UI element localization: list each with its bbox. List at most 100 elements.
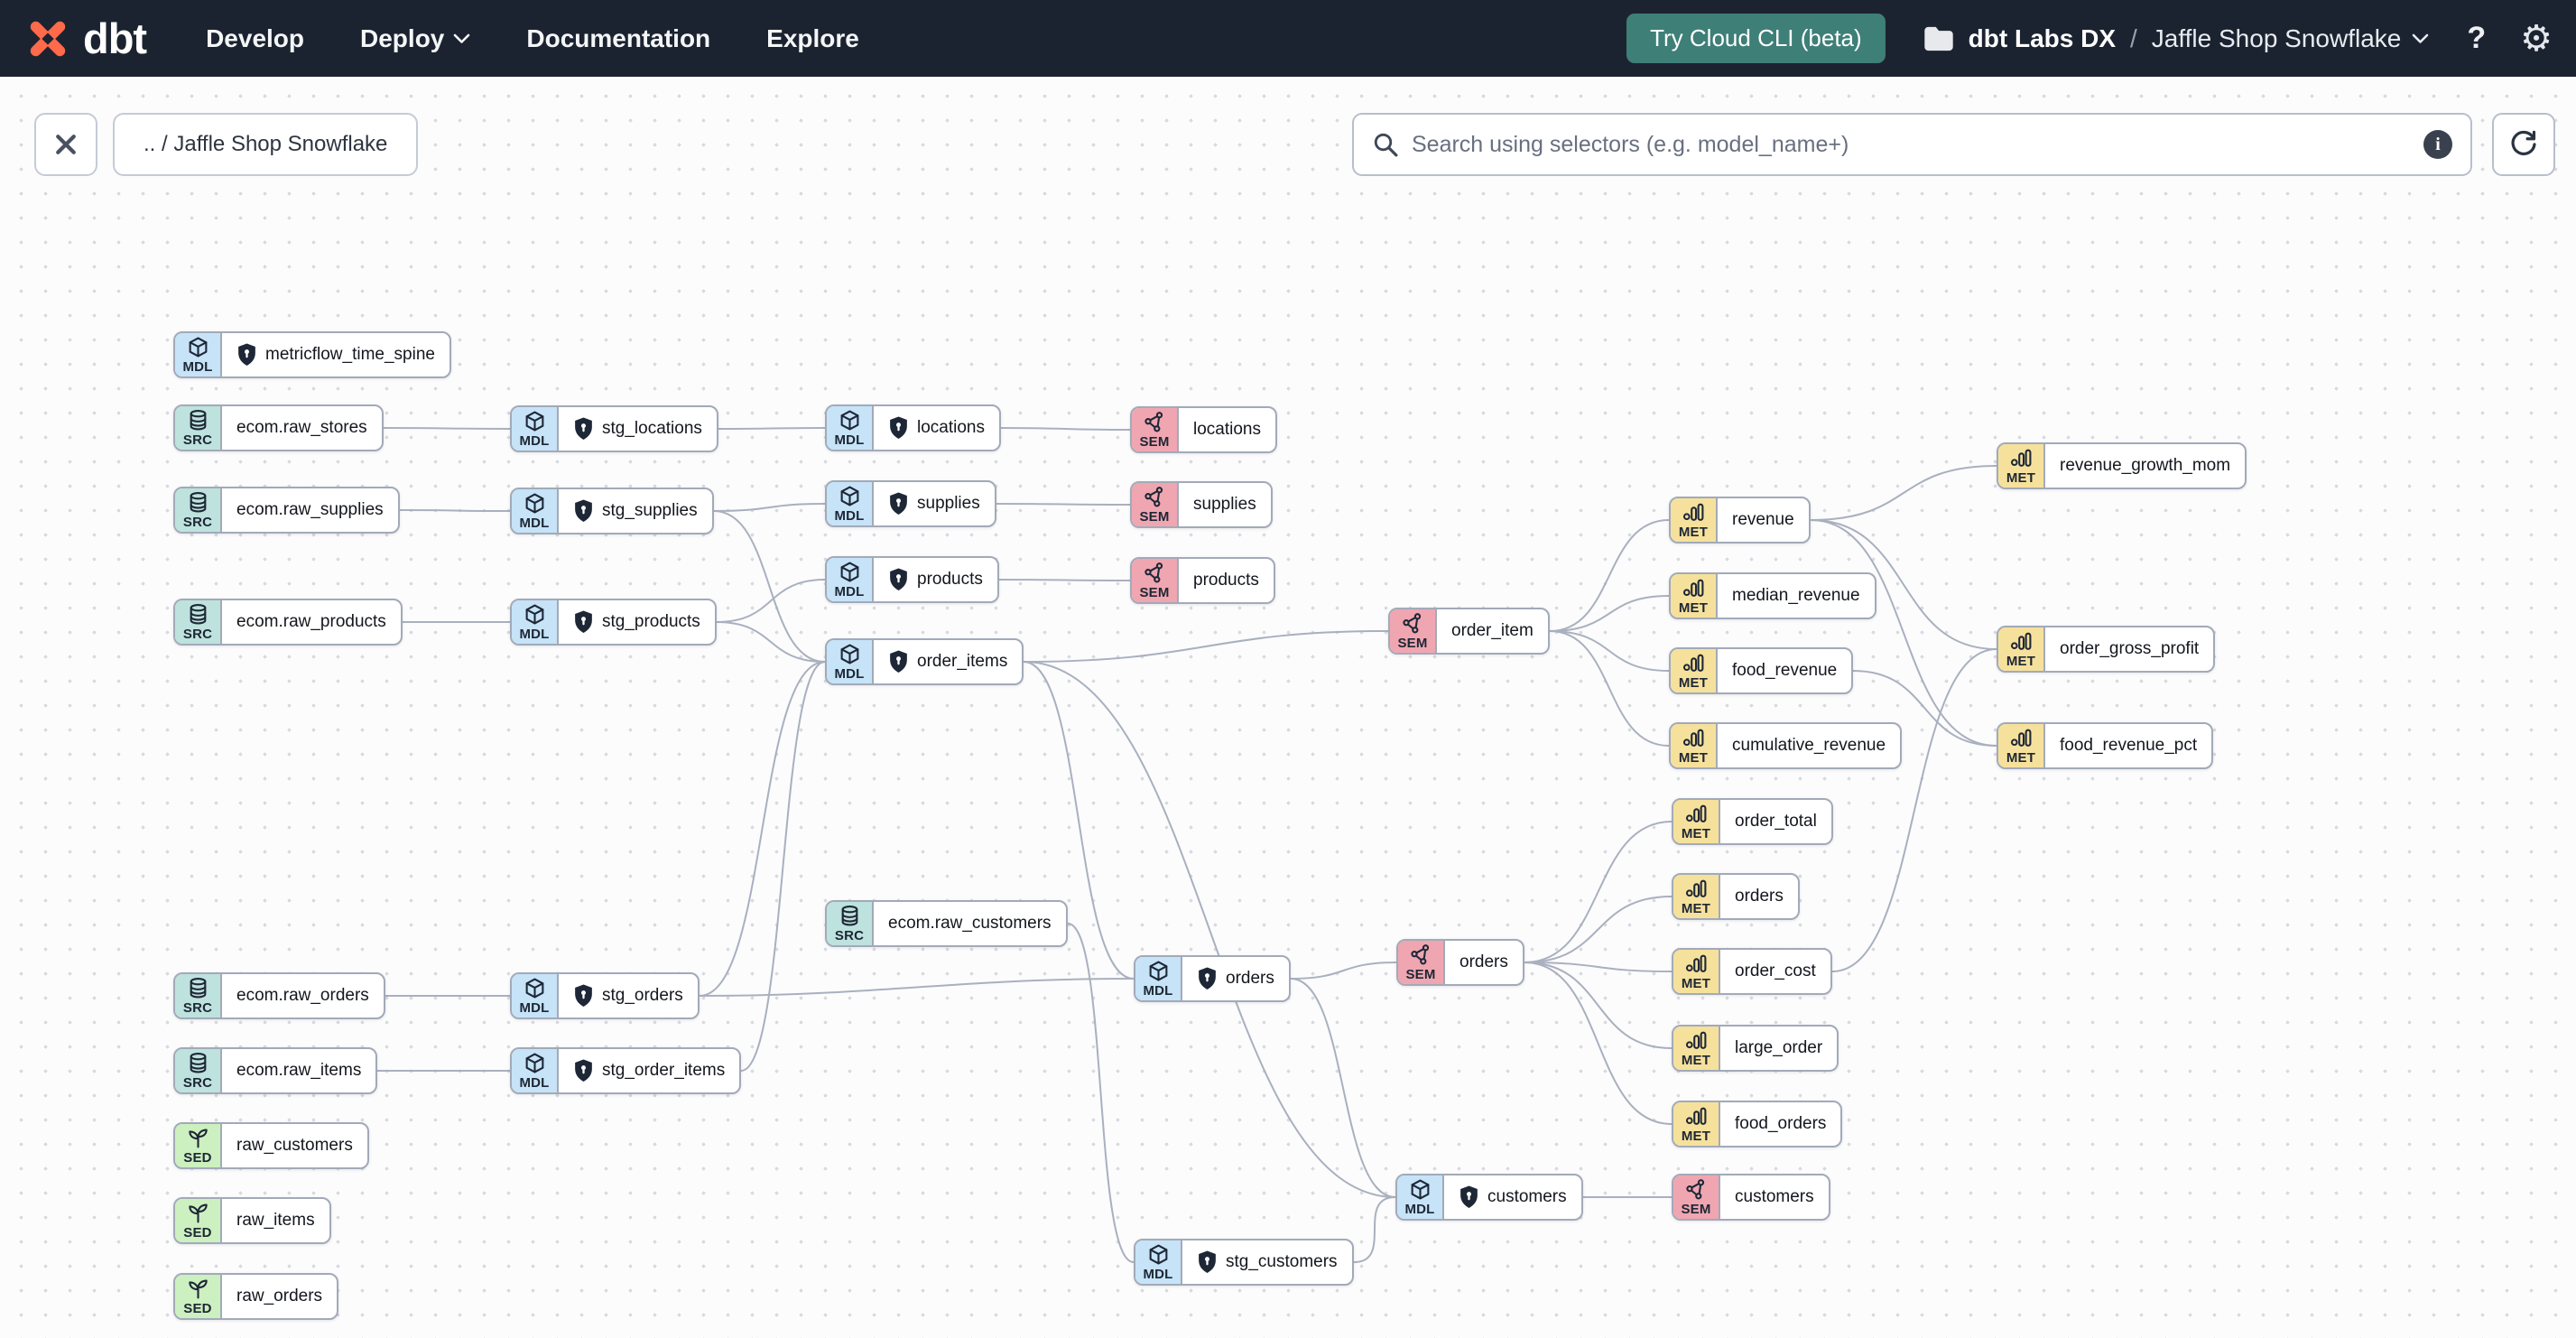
refresh-button[interactable] — [2492, 113, 2555, 176]
node-type-badge: SEM — [1673, 1175, 1720, 1219]
bar-chart-icon — [1685, 1031, 1706, 1049]
cube-icon — [189, 337, 207, 357]
node-type-label: MET — [2006, 749, 2036, 766]
node-sed_raw_customers[interactable]: SED raw_customers — [173, 1122, 369, 1169]
edge-sem_order_item-to-met_median_revenue — [1549, 595, 1670, 632]
project-selector[interactable]: Jaffle Shop Snowflake — [2152, 24, 2430, 53]
node-label: ecom.raw_orders — [236, 986, 369, 1005]
account-name[interactable]: dbt Labs DX — [1968, 23, 2117, 52]
database-icon — [190, 1052, 206, 1073]
bar-chart-icon — [1685, 879, 1706, 897]
gear-icon[interactable]: ⚙ — [2520, 17, 2553, 60]
cube-icon — [840, 644, 858, 664]
nav-item-documentation[interactable]: Documentation — [526, 23, 711, 52]
edge-stg_supplies-to-mdl_order_items — [713, 510, 826, 663]
node-label: stg_order_items — [559, 1049, 739, 1092]
shield-icon — [575, 417, 592, 440]
try-cloud-cli-button[interactable]: Try Cloud CLI (beta) — [1626, 14, 1886, 63]
node-type-badge: MDL — [827, 640, 874, 683]
node-label: ecom.raw_customers — [888, 914, 1052, 933]
bar-chart-icon — [1685, 954, 1706, 972]
lineage-breadcrumb[interactable]: .. / Jaffle Shop Snowflake — [113, 113, 419, 176]
node-type-label: MDL — [1143, 1266, 1173, 1282]
nav-item-develop[interactable]: Develop — [206, 23, 305, 52]
lineage-canvas[interactable] — [0, 77, 2576, 1338]
node-type-badge: SED — [175, 1199, 222, 1242]
node-type-badge: MDL — [512, 974, 559, 1017]
node-label: locations — [874, 406, 999, 450]
node-label: raw_customers — [236, 1136, 353, 1155]
node-type-badge: SRC — [175, 600, 222, 644]
node-type-badge: MET — [1673, 1027, 1720, 1070]
help-icon[interactable]: ? — [2467, 21, 2487, 55]
node-type-badge: SEM — [1390, 609, 1437, 653]
edge-stg_customers-to-mdl_customers — [1353, 1196, 1396, 1263]
node-type-label: MDL — [519, 626, 550, 642]
dbt-logo[interactable]: dbt — [23, 14, 147, 63]
shield-icon — [890, 492, 907, 515]
search-input[interactable] — [1412, 131, 2411, 158]
edge-met_revenue-to-met_food_revenue_pct — [1810, 519, 1997, 747]
shield-icon — [1199, 1250, 1216, 1273]
database-icon — [190, 409, 206, 430]
node-label: products — [874, 558, 997, 601]
node-type-label: SRC — [182, 626, 213, 642]
nav-item-explore[interactable]: Explore — [766, 23, 859, 52]
edge-sem_orders-to-met_food_orders — [1524, 962, 1673, 1125]
node-label: orders — [1735, 887, 1784, 906]
cube-icon — [525, 493, 543, 513]
info-icon[interactable]: i — [2423, 130, 2452, 159]
shield-icon — [575, 1059, 592, 1082]
shield-icon — [575, 610, 592, 633]
node-type-label: SED — [183, 1300, 212, 1316]
close-lineage-button[interactable] — [34, 113, 97, 176]
node-type-badge: MET — [1673, 800, 1720, 843]
breadcrumb-separator: / — [2130, 23, 2137, 52]
edge-mdl_order_items-to-mdl_customers — [1023, 661, 1396, 1198]
node-type-label: SEM — [1139, 508, 1170, 525]
nav-item-deploy[interactable]: Deploy — [360, 24, 470, 53]
database-icon — [190, 603, 206, 624]
node-type-badge: SED — [175, 1124, 222, 1167]
selector-search: i — [1352, 113, 2472, 176]
